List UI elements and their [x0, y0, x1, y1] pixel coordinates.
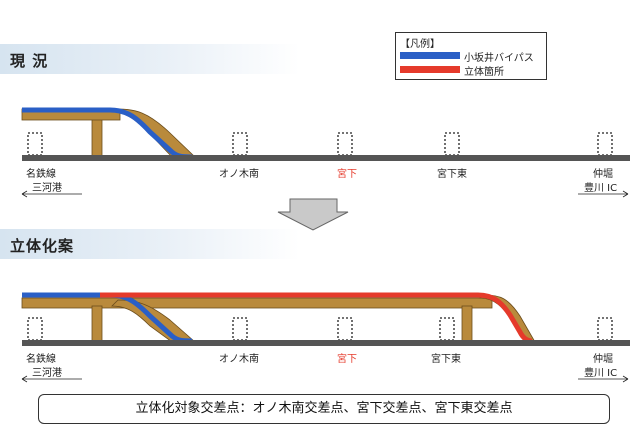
- bridge-deck: [21, 111, 121, 121]
- intersection-marker: [597, 317, 613, 341]
- future-diagram: [21, 292, 630, 346]
- intersection-marker: [439, 317, 455, 341]
- bridge-pier: [91, 117, 103, 157]
- intersection-marker: [444, 132, 460, 156]
- intersection-marker: [27, 132, 43, 156]
- current-diagram: [21, 107, 630, 161]
- station-sublabel: 三河港: [32, 182, 62, 194]
- legend-title: 【凡例】: [400, 39, 440, 50]
- legend-label-bypass: 小坂井バイパス: [464, 53, 534, 64]
- intersection-marker: [597, 132, 613, 156]
- section-header-future: 立体化案: [0, 229, 300, 259]
- station-label: 名鉄線: [26, 352, 56, 365]
- bridge-pier: [461, 305, 473, 342]
- ground-road: [22, 340, 630, 346]
- elevated-section-line: [100, 292, 533, 344]
- legend-item-bypass: 小坂井バイパス: [400, 49, 542, 64]
- direction-arrow-east: [578, 375, 629, 383]
- section-title-current: 現 況: [10, 52, 49, 70]
- station-label: 仲堀: [593, 167, 613, 180]
- legend-label-elevated: 立体箇所: [464, 67, 504, 78]
- bridge-pier: [91, 305, 103, 342]
- station-label: 仲堀: [593, 352, 613, 365]
- station-label: 宮下東: [431, 352, 461, 365]
- section-title-future: 立体化案: [10, 237, 75, 255]
- intersection-marker: [337, 317, 353, 341]
- legend-swatch-elevated: [400, 66, 460, 73]
- station-label: 宮下: [337, 352, 357, 365]
- section-header-current: 現 況: [0, 44, 300, 74]
- station-sublabel: 三河港: [32, 367, 62, 379]
- intersection-marker: [27, 317, 43, 341]
- station-label: 宮下東: [437, 167, 467, 180]
- station-label: オノ木南: [219, 352, 259, 365]
- intersection-marker: [337, 132, 353, 156]
- legend: 【凡例】 小坂井バイパス 立体箇所: [395, 32, 547, 80]
- station-label: 名鉄線: [26, 167, 56, 180]
- station-sublabel: 豊川 IC: [584, 181, 617, 194]
- down-arrow-icon: [277, 198, 349, 231]
- summary-box: 立体化対象交差点：オノ木南交差点、宮下交差点、宮下東交差点: [38, 394, 610, 424]
- ground-road: [22, 155, 630, 161]
- direction-arrow-west: [21, 190, 82, 198]
- elevated-deck: [21, 297, 493, 309]
- legend-item-elevated: 立体箇所: [400, 63, 542, 78]
- station-sublabel: 豊川 IC: [584, 366, 617, 379]
- direction-arrow-west: [21, 375, 82, 383]
- station-label: 宮下: [337, 167, 357, 180]
- intersection-marker: [232, 317, 248, 341]
- direction-arrow-east: [578, 190, 629, 198]
- legend-swatch-bypass: [400, 52, 460, 59]
- station-label: オノ木南: [219, 167, 259, 180]
- intersection-marker: [232, 132, 248, 156]
